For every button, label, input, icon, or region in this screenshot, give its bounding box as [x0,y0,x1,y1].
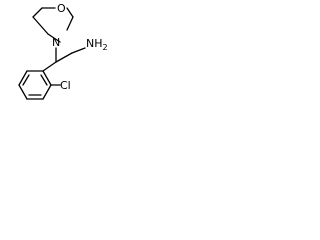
nitrogen-label: N [52,36,60,49]
bond-ch-to-ch2 [55,52,73,63]
bond-morpholine-5 [47,33,61,43]
bond-benzene-6 [42,70,52,86]
bond-morpholine-6 [32,16,49,35]
bond-ch2-to-amine [71,47,86,54]
backbone [42,47,86,72]
bond-benzene-3 [18,84,28,100]
amine-label-subscript: 2 [103,43,108,52]
benzene-ring [18,70,52,100]
double-bond-inner-3 [40,74,48,86]
chlorine-label: Cl [60,79,71,92]
bond-benzene-2 [18,70,28,86]
morpholine-ring [32,7,74,43]
bond-ch-to-ring [42,61,57,72]
bond-morpholine-3 [66,7,74,18]
bond-morpholine-1 [32,7,43,18]
oxygen-label: O [57,2,66,15]
amine-label-main: NH [86,37,103,50]
amine-label: NH2 [86,37,107,52]
chemical-structure: O N NH2 Cl [18,2,107,100]
bond-benzene-5 [42,84,52,100]
double-bond-inner-1 [22,74,30,86]
bond-morpholine-4 [66,16,74,31]
